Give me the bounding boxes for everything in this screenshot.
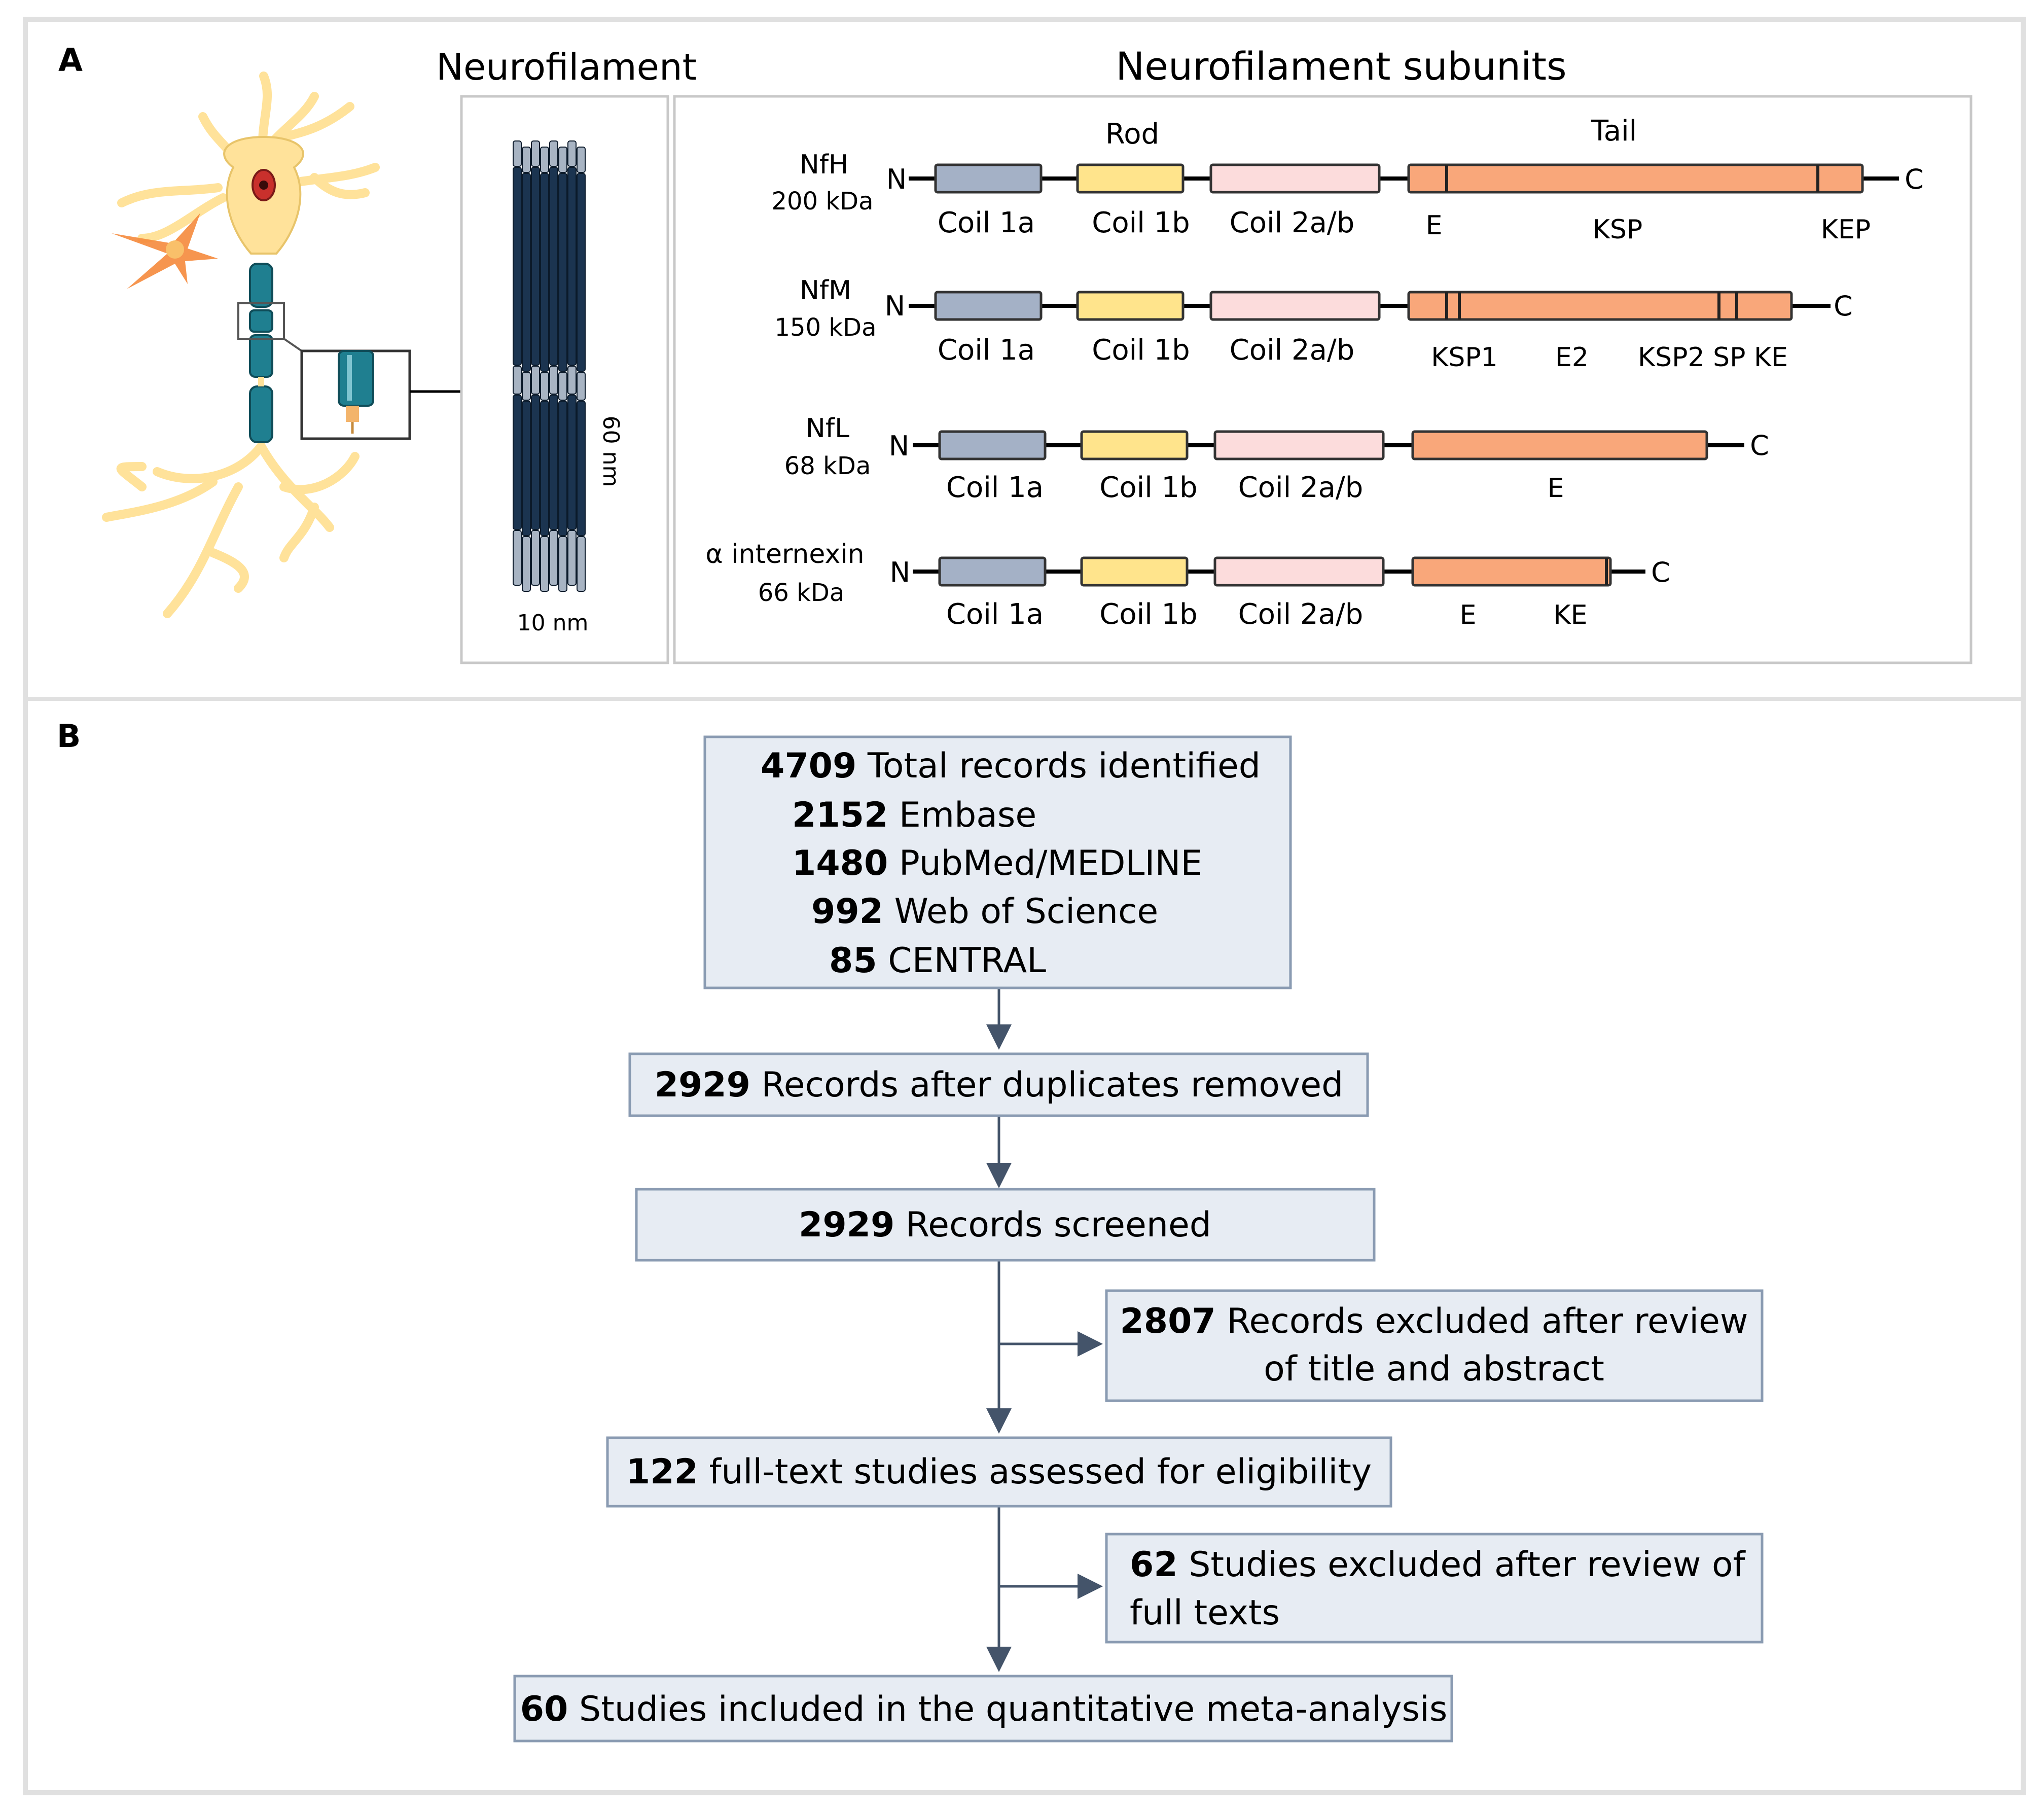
coil-1b-segment <box>1076 291 1185 321</box>
excluded-title-abstract-text-2: of title and abstract <box>1264 1349 1604 1389</box>
coil-1b-segment <box>1080 430 1189 460</box>
subunit-weight: 200 kDa <box>771 187 873 216</box>
subunit-row-nfl: NfL 68 kDa N C Coil 1a Coil 1b Coil 2a/b… <box>784 413 1769 504</box>
subunit-name: NfH <box>800 150 848 180</box>
subunit-weight: 150 kDa <box>774 313 876 342</box>
records-screened-text: 2929 Records screened <box>799 1205 1211 1245</box>
excluded-title-abstract-text: 2807 Records excluded after review <box>1120 1301 1748 1341</box>
records-identified-box <box>703 735 1292 989</box>
excluded-full-text-text: 62 Studies excluded after review of <box>1130 1545 1746 1585</box>
tail-motif-label: E <box>1460 600 1477 630</box>
tail-segment <box>1407 291 1793 321</box>
coil-1a-segment <box>934 291 1043 321</box>
panel-b-label: B <box>57 718 81 755</box>
n-terminus-label: N <box>890 556 910 588</box>
eligibility-box <box>606 1436 1392 1508</box>
axon-zoom-marker <box>237 302 285 340</box>
eligibility-text: 122 full-text studies assessed for eligi… <box>626 1452 1372 1492</box>
subunit-name: NfM <box>800 275 851 306</box>
coil-1b-label: Coil 1b <box>1092 334 1190 367</box>
c-terminus-label: C <box>1750 430 1769 461</box>
coil-2-label: Coil 2a/b <box>1230 206 1355 239</box>
subunit-name: α internexin <box>705 539 864 570</box>
coil-1a-label: Coil 1a <box>938 206 1035 239</box>
records-source-line: 2152 Embase <box>792 795 1036 835</box>
subunit-row-alpha-internexin: α internexin 66 kDa N C Coil 1a Coil 1b … <box>705 539 1670 631</box>
duplicates-removed-text: 2929 Records after duplicates removed <box>655 1065 1344 1105</box>
coil-2-label: Coil 2a/b <box>1230 334 1355 367</box>
coil-1a-segment <box>938 430 1047 460</box>
n-terminus-label: N <box>885 290 905 322</box>
n-terminus-label: N <box>886 163 907 195</box>
tail-motif-label: KSP <box>1593 215 1642 245</box>
duplicates-removed-box <box>628 1052 1369 1117</box>
records-source-line: 1480 PubMed/MEDLINE <box>792 843 1202 883</box>
records-identified-line: 4709 Total records identified <box>761 746 1261 786</box>
neuron-illustration <box>102 72 461 618</box>
neurofilament-icon <box>513 140 586 592</box>
glia-cell-icon <box>112 213 218 289</box>
tail-motif-label: KSP1 <box>1431 342 1498 373</box>
dim-length-label: 60 nm <box>598 416 624 487</box>
subunit-weight: 68 kDa <box>784 452 871 480</box>
coil-1a-segment <box>934 163 1043 194</box>
flow-connectors <box>986 988 1103 1672</box>
records-source-line: 85 CENTRAL <box>829 941 1046 981</box>
included-studies-box <box>513 1675 1453 1743</box>
subunit-row-nfh: NfH 200 kDa N C Coil 1a Coil 1b Coil 2a/… <box>771 150 1923 245</box>
coil-1b-label: Coil 1b <box>1092 206 1190 239</box>
coil-1b-label: Coil 1b <box>1099 471 1197 504</box>
tail-motif-label: KSP2 SP KE <box>1638 342 1788 373</box>
coil-1a-label: Coil 1a <box>938 334 1035 367</box>
coil-1b-segment <box>1076 163 1185 194</box>
n-terminus-label: N <box>889 430 909 462</box>
c-terminus-label: C <box>1905 163 1924 195</box>
subunit-weight: 66 kDa <box>758 579 845 607</box>
coil-2-segment <box>1213 430 1385 460</box>
coil-1b-segment <box>1080 556 1189 587</box>
coil-1a-label: Coil 1a <box>946 471 1044 504</box>
coil-2-segment <box>1209 291 1381 321</box>
rod-label: Rod <box>1105 118 1159 151</box>
subunit-name: NfL <box>806 413 849 444</box>
coil-2-label: Coil 2a/b <box>1238 598 1364 631</box>
excluded-full-text-text-2: full texts <box>1130 1593 1280 1633</box>
coil-1a-segment <box>938 556 1047 587</box>
coil-2-label: Coil 2a/b <box>1238 471 1364 504</box>
tail-segment <box>1411 430 1708 460</box>
tail-motif-label: E <box>1426 210 1443 241</box>
coil-2-segment <box>1209 163 1381 194</box>
tail-motif-label: E <box>1548 473 1564 504</box>
included-studies-text: 60 Studies included in the quantitative … <box>520 1689 1448 1729</box>
c-terminus-label: C <box>1834 290 1853 322</box>
tail-motif-label: KE <box>1554 600 1588 630</box>
dim-width-label: 10 nm <box>517 610 589 636</box>
subunit-row-nfm: NfM 150 kDa N C Coil 1a Coil 1b Coil 2a/… <box>774 275 1852 373</box>
neurofilament-title: Neurofilament <box>436 46 697 88</box>
excluded-full-text-box <box>1105 1533 1764 1644</box>
subunits-title: Neurofilament subunits <box>1116 44 1566 89</box>
coil-2-segment <box>1213 556 1385 587</box>
coil-1b-label: Coil 1b <box>1099 598 1197 631</box>
c-terminus-label: C <box>1651 556 1670 588</box>
tail-segment <box>1411 556 1612 587</box>
tail-motif-label: KEP <box>1821 215 1871 245</box>
records-screened-box <box>635 1188 1376 1262</box>
tail-motif-label: E2 <box>1555 342 1589 373</box>
excluded-title-abstract-box <box>1105 1289 1764 1402</box>
tail-segment <box>1407 163 1864 194</box>
tail-label: Tail <box>1591 115 1637 148</box>
records-source-line: 992 Web of Science <box>811 892 1158 932</box>
panel-a-label: A <box>58 42 83 79</box>
coil-1a-label: Coil 1a <box>946 598 1044 631</box>
